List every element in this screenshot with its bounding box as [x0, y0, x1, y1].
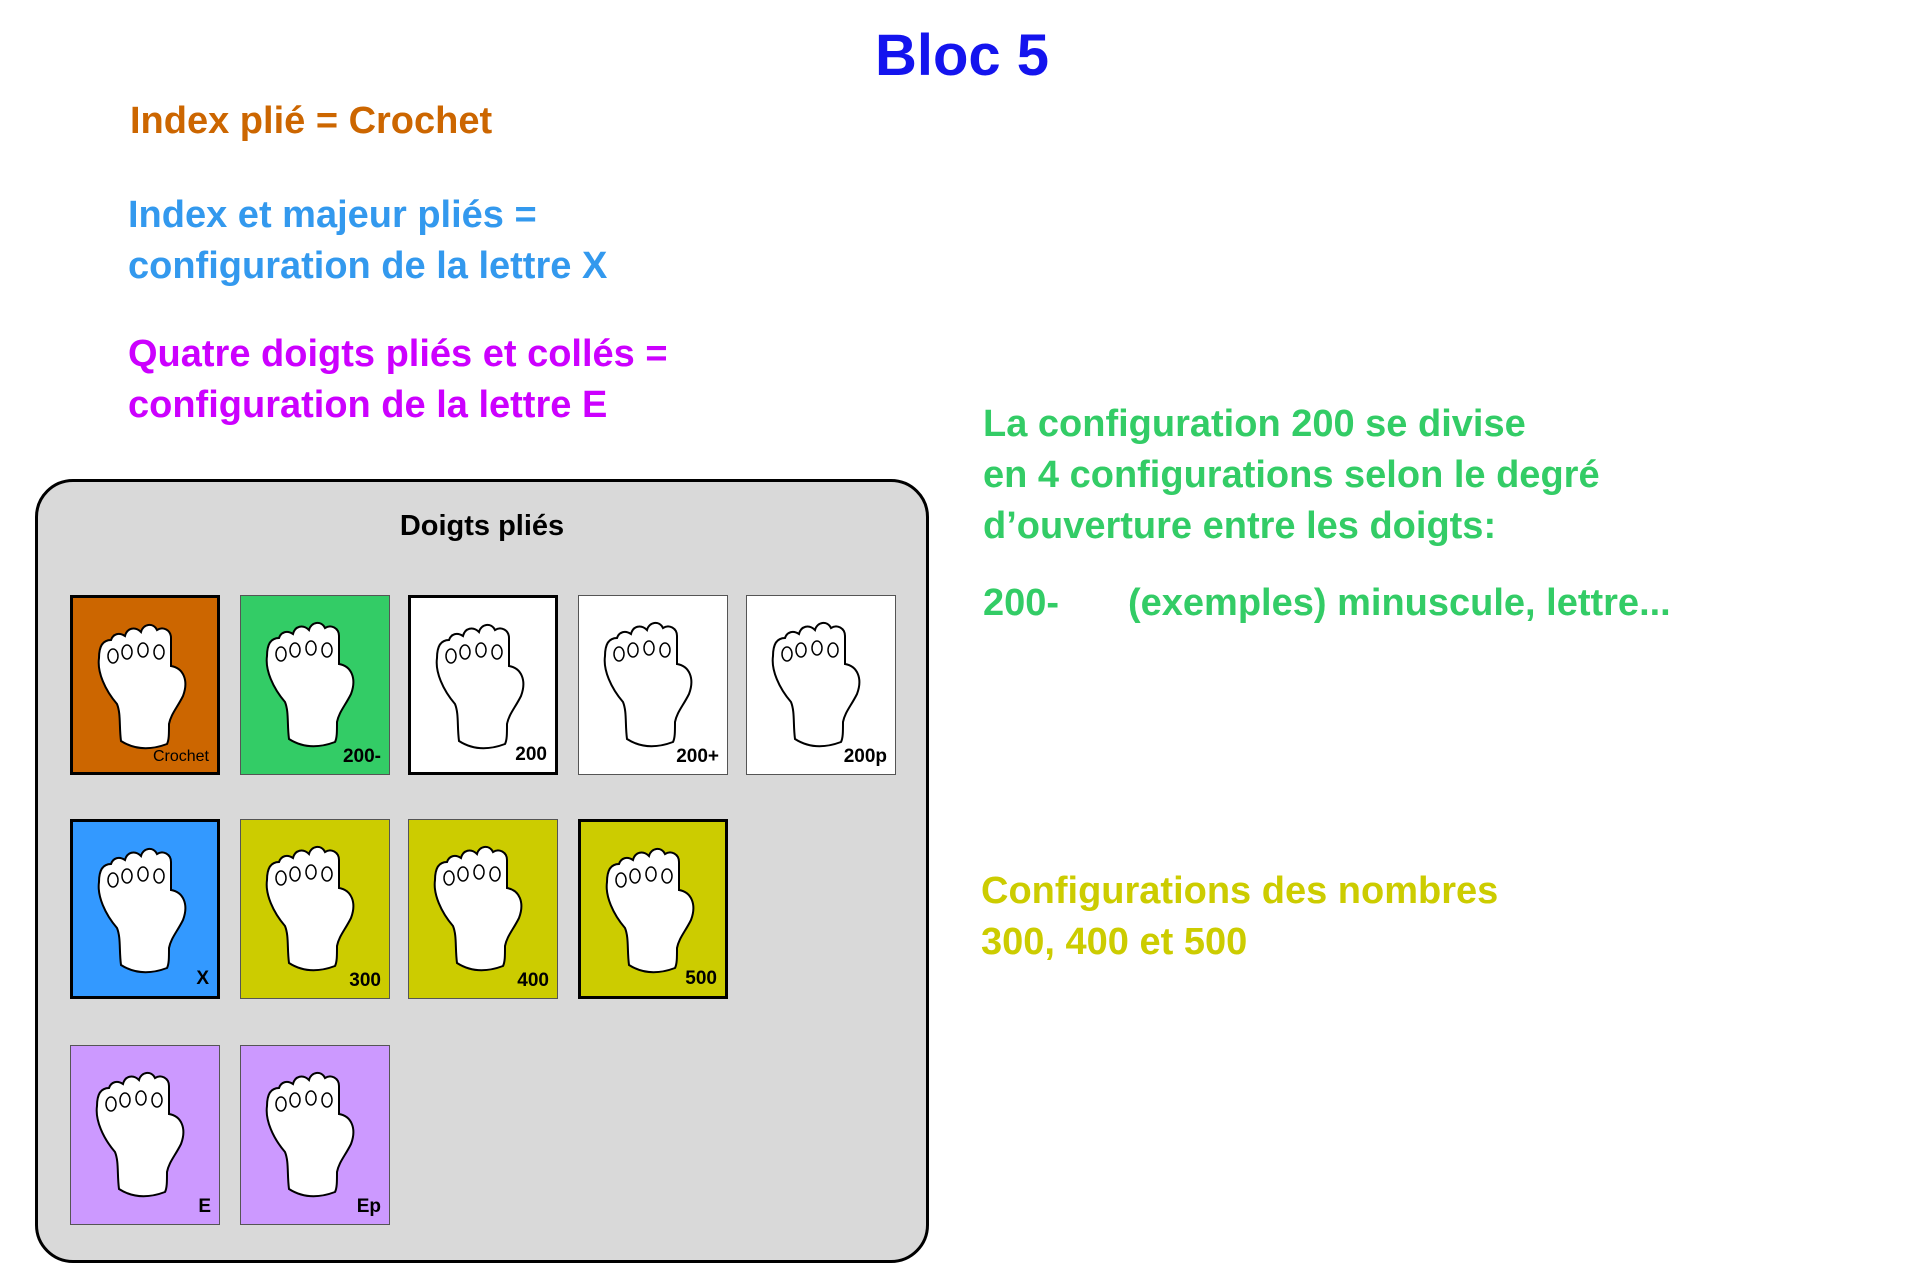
page-title: Bloc 5	[874, 23, 1050, 88]
numbers-note-line: 300, 400 et 500	[981, 921, 1248, 963]
handshape-card-500: 500	[578, 819, 728, 999]
hand-icon	[265, 846, 355, 972]
card-label: 500	[685, 968, 717, 989]
hand-icon	[433, 846, 523, 972]
x-note: Index et majeur pliés = configuration de…	[128, 190, 607, 292]
hand-icon	[435, 624, 525, 750]
card-label: 200	[515, 744, 547, 765]
hand-icon	[97, 624, 187, 750]
numbers-note: Configurations des nombres 300, 400 et 5…	[981, 866, 1498, 968]
card-label: 300	[349, 970, 381, 991]
card-label: Crochet	[152, 748, 209, 765]
handshape-card-200-minus: 200-	[240, 595, 390, 775]
hand-icon	[265, 1072, 355, 1198]
config-200-example: 200- (exemples) minuscule, lettre...	[983, 578, 1671, 629]
example-text: (exemples) minuscule, lettre...	[1128, 582, 1671, 624]
hand-icon	[265, 622, 355, 748]
hand-icon	[95, 1072, 185, 1198]
e-note: Quatre doigts pliés et collés = configur…	[128, 329, 668, 431]
config-200-line: en 4 configurations selon le degré	[983, 454, 1600, 496]
hand-icon	[97, 848, 187, 974]
card-label: Ep	[356, 1196, 381, 1217]
e-note-line: configuration de la lettre E	[128, 384, 608, 426]
hand-icon	[603, 622, 693, 748]
hand-icon	[771, 622, 861, 748]
handshape-card-x: X	[70, 819, 220, 999]
handshape-card-200-minus: 200+	[578, 595, 728, 775]
handshape-card-e: E	[70, 1045, 220, 1225]
config-200-note: La configuration 200 se divise en 4 conf…	[983, 399, 1600, 552]
example-code: 200-	[983, 582, 1060, 624]
hand-icon	[605, 848, 695, 974]
card-label: 400	[517, 970, 549, 991]
card-label: 200+	[676, 746, 719, 767]
handshape-card-400: 400	[408, 819, 558, 999]
handshape-card-300: 300	[240, 819, 390, 999]
crochet-note-text: Index plié = Crochet	[130, 100, 493, 142]
card-label: 200p	[843, 746, 887, 767]
panel-title: Doigts pliés	[399, 510, 565, 542]
crochet-note: Index plié = Crochet	[130, 96, 492, 147]
config-200-line: La configuration 200 se divise	[983, 403, 1526, 445]
config-200-line: d’ouverture entre les doigts:	[983, 505, 1497, 547]
card-label: 200-	[342, 746, 381, 767]
numbers-note-line: Configurations des nombres	[981, 870, 1499, 912]
x-note-line: configuration de la lettre X	[128, 245, 608, 287]
card-label: E	[198, 1196, 211, 1217]
handshape-card-200p: 200p	[746, 595, 896, 775]
x-note-line: Index et majeur pliés =	[128, 194, 537, 236]
e-note-line: Quatre doigts pliés et collés =	[128, 333, 668, 375]
card-label: X	[196, 968, 209, 989]
handshape-card-ep: Ep	[240, 1045, 390, 1225]
handshape-card-crochet: Crochet	[70, 595, 220, 775]
handshape-card-200: 200	[408, 595, 558, 775]
